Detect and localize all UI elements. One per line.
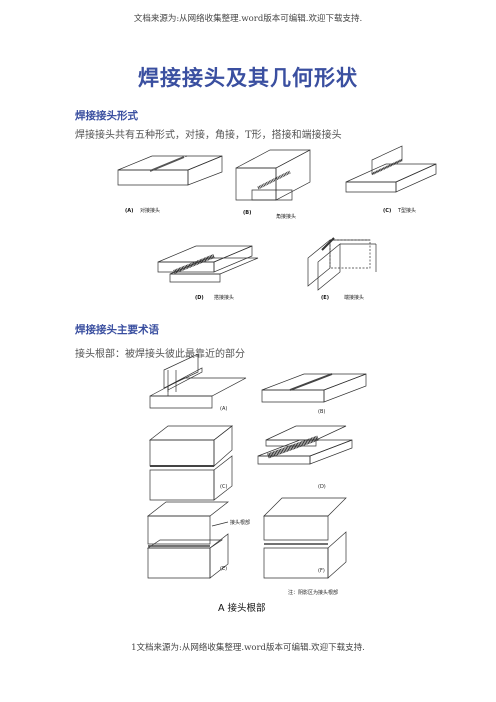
- figure2-callout-root: 接头根部: [230, 519, 250, 526]
- figure1-caption-d: 搭接接头: [214, 294, 234, 301]
- section-text-joint-forms: 焊接接头共有五种形式，对接，角接，T形，搭接和端接接头: [75, 130, 342, 141]
- footer-note: 1文档来源为:从网络收集整理.word版本可编辑.欢迎下载支持.: [131, 643, 365, 653]
- figure-joint-root-e: 接头根部 (E): [146, 501, 250, 579]
- section-heading-terms: 焊接接头主要术语: [75, 324, 159, 336]
- figure-joint-root-c: (C): [148, 425, 234, 501]
- figure1-caption-e: 端接接头: [344, 294, 364, 301]
- header-note: 文档来源为:从网络收集整理.word版本可编辑.欢迎下载支持.: [133, 14, 363, 24]
- figure1-caption-b: 角接接头: [276, 213, 296, 220]
- figure2-caption: A 接头根部: [218, 602, 266, 614]
- figure2-label-e: (E): [220, 566, 227, 572]
- figure-joint-forms-butt: (A) 对接接头: [117, 155, 223, 214]
- figure-joint-forms-corner: (B) 角接接头: [235, 149, 311, 220]
- figure2-label-b: (B): [318, 409, 325, 415]
- figure2-note: 注：阴影区为接头根部: [288, 589, 338, 596]
- figure1-caption-a: 对接接头: [140, 207, 160, 214]
- figure1-caption-c: T型接头: [397, 207, 416, 214]
- figure-joint-root-a: (A): [149, 353, 247, 412]
- figure2-label-f: (F): [318, 568, 325, 574]
- figure-joint-root-b: (B): [261, 373, 367, 415]
- page-title: 焊接接头及其几何形状: [138, 65, 358, 90]
- figure-joint-forms-edge: (E) 端接接头: [307, 237, 377, 301]
- figure-joint-forms-lap: (D) 搭接接头: [157, 245, 259, 301]
- section-text-terms: 接头根部：被焊接头彼此最靠近的部分: [75, 349, 245, 360]
- section-heading-joint-forms: 焊接接头形式: [75, 110, 138, 122]
- figure-joint-root-f: (F): [263, 497, 347, 579]
- figure1-label-d: (D): [195, 295, 204, 301]
- figure1-label-e: (E): [321, 295, 329, 301]
- figure2-label-d: (D): [318, 484, 326, 490]
- figure-joint-root-d: (D): [257, 425, 353, 490]
- figure2-label-a: (A): [220, 406, 227, 412]
- figure-joint-forms-t: (C) T型接头: [345, 145, 437, 214]
- figure1-label-b: (B): [243, 210, 251, 216]
- figure2-label-c: (C): [220, 484, 227, 490]
- figure1-label-c: (C): [383, 208, 391, 214]
- figure1-label-a: (A): [125, 208, 133, 214]
